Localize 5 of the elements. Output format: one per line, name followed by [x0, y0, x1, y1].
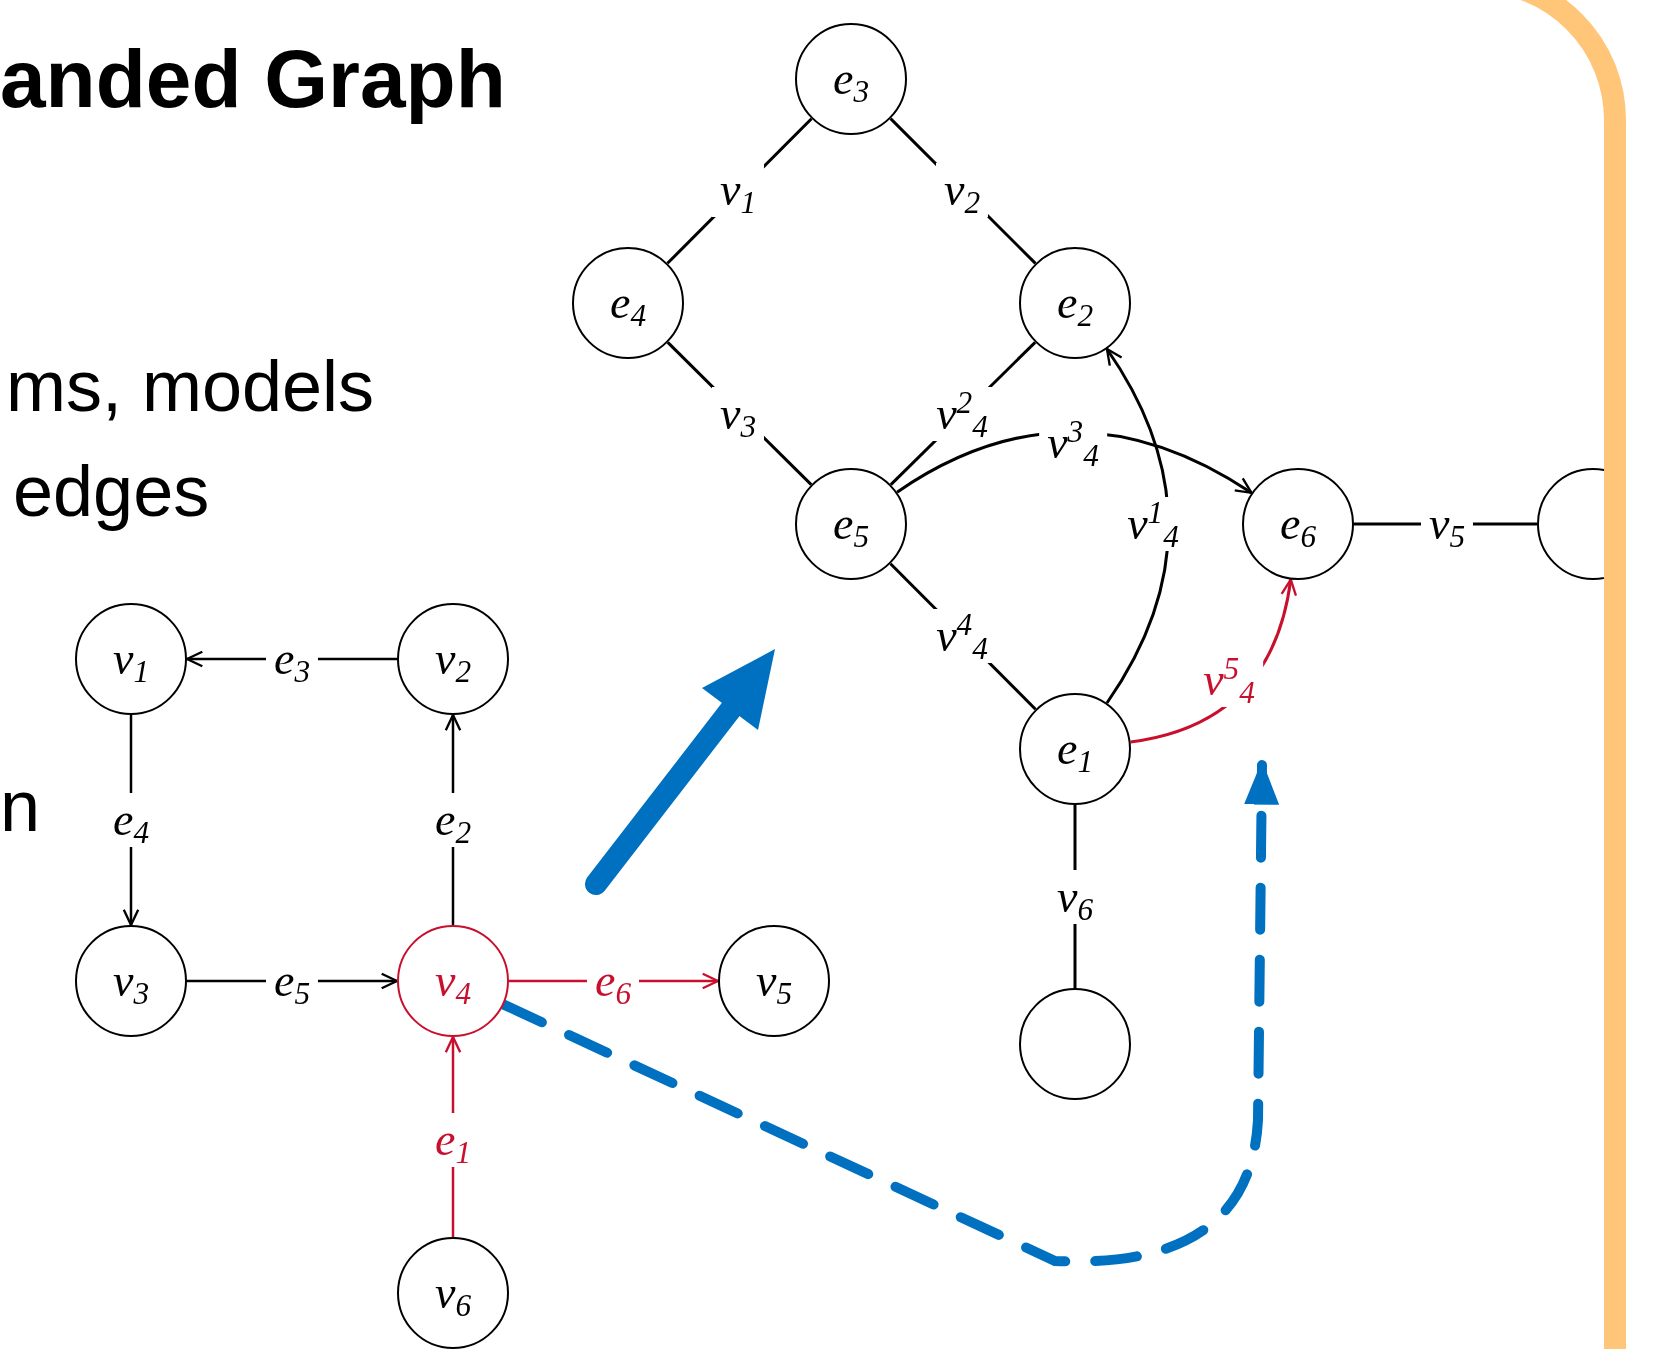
slide-text: ms, models	[6, 350, 375, 422]
slide-text: n	[0, 770, 41, 842]
edge-label: v$_{3}$	[711, 387, 765, 441]
edge-label: v$_{2}$	[935, 163, 989, 217]
edge-label: v$_{1}$	[711, 163, 765, 217]
